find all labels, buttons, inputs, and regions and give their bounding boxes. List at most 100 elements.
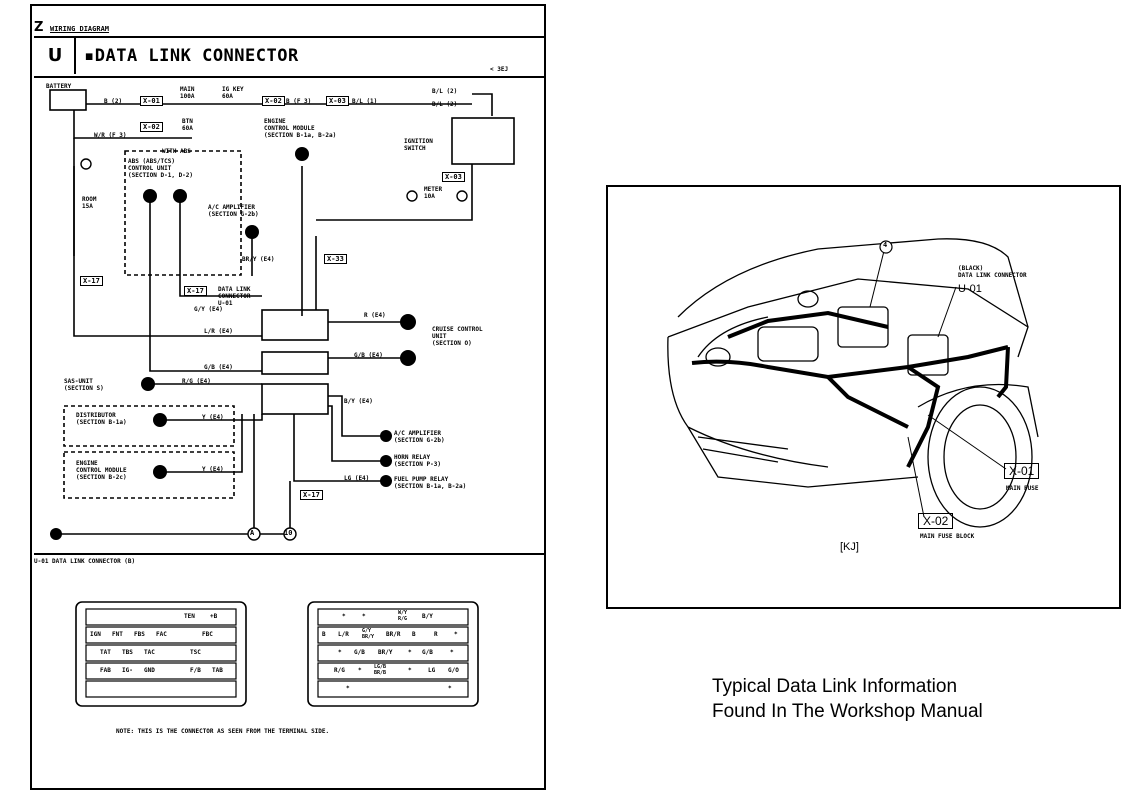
wire-label: B (F 3)	[286, 98, 312, 105]
pin: *	[358, 667, 362, 674]
connector-box-x02: X-02	[262, 96, 285, 106]
x01-caption: MAIN FUSE	[1006, 485, 1039, 492]
pin-tab: TAB	[212, 667, 223, 674]
pin: *	[346, 685, 350, 692]
pin: *	[408, 667, 412, 674]
ground-label-10: 10	[284, 529, 293, 537]
connector-box-x17c: X-17	[300, 490, 323, 500]
pin: R/G	[334, 667, 345, 674]
dlc-label: DATA LINK CONNECTOR U-01	[218, 286, 251, 307]
wire-label: R/G (E4)	[182, 378, 211, 385]
engine-bay-illustration: 4 (BLACK) DATA LINK CONNECTOR U-01 X-01 …	[606, 185, 1121, 609]
btn-fuse-label: BTN 60A	[182, 118, 193, 132]
wire-label: L/R (E4)	[204, 328, 233, 335]
fuel-pump-relay-label: FUEL PUMP RELAY (SECTION B-1a, B-2a)	[394, 476, 467, 490]
wiring-diagram-page: Z WIRING DIAGRAM U ▪DATA LINK CONNECTOR …	[30, 4, 546, 790]
section-title: WIRING DIAGRAM	[50, 25, 110, 33]
pin-ten: TEN	[184, 613, 195, 620]
connector-box-x17b: X-17	[184, 286, 207, 296]
pin: G/Y BR/Y	[362, 628, 375, 640]
ecm-top-label: ENGINE CONTROL MODULE (SECTION B-1a, B-2…	[264, 118, 337, 139]
connector-box-x03: X-03	[326, 96, 349, 106]
dlc-black-label: (BLACK) DATA LINK CONNECTOR	[958, 265, 1027, 279]
distributor-label: DISTRIBUTOR (SECTION B-1a)	[76, 412, 127, 426]
pin: *	[338, 649, 342, 656]
pin: R	[434, 631, 438, 638]
wire-label: Y (E4)	[202, 466, 224, 473]
ac-amp-top-label: A/C AMPLIFIER (SECTION G-2b)	[208, 204, 259, 218]
pin: *	[448, 685, 452, 692]
pin: G/B	[422, 649, 433, 656]
pin: G/O	[448, 667, 459, 674]
pin-tsc: TSC	[190, 649, 201, 656]
main-fuse-label: MAIN 100A	[180, 86, 195, 100]
wiring-schematic	[34, 36, 544, 707]
wire-label: Y (E4)	[202, 414, 224, 421]
abs-unit-label: ABS (ABS/TCS) CONTROL UNIT (SECTION D-1,…	[128, 158, 194, 179]
connector-box-x01: X-01	[140, 96, 163, 106]
pin: LG	[428, 667, 436, 674]
x02-caption: MAIN FUSE BLOCK	[920, 533, 975, 540]
pin: LG/B BR/B	[374, 664, 387, 676]
section-number: Z	[34, 20, 44, 35]
pin: BR/R	[386, 631, 401, 638]
wire-label: W/R (F 3)	[94, 132, 127, 139]
pin: *	[408, 649, 412, 656]
connector-box-x03b: X-03	[442, 172, 465, 182]
ig-key-fuse-label: IG KEY 60A	[222, 86, 244, 100]
u01-label: U-01	[958, 283, 982, 295]
pin: BR/Y	[378, 649, 393, 656]
pin-tat: TAT	[100, 649, 111, 656]
connector-note: NOTE: THIS IS THE CONNECTOR AS SEEN FROM…	[116, 728, 330, 735]
pin-ign: IGN	[90, 631, 101, 638]
wire-label: BR/Y (E4)	[242, 256, 275, 263]
pin: B	[412, 631, 416, 638]
wire-label: B/L (2)	[432, 88, 458, 95]
meter-fuse-label: METER 10A	[424, 186, 443, 200]
connector-title: U-01 DATA LINK CONNECTOR (B)	[34, 558, 136, 565]
pin: B/Y	[422, 613, 433, 620]
ac-amp-bottom-label: A/C AMPLIFIER (SECTION G-2b)	[394, 430, 445, 444]
wire-label: B/L (2)	[432, 101, 458, 108]
pin: *	[454, 631, 458, 638]
with-abs-label: WITH ABS	[162, 148, 191, 155]
caption-line-2: Found In The Workshop Manual	[712, 701, 983, 722]
section-code: U	[36, 38, 76, 74]
ignition-switch-label: IGNITION SWITCH	[404, 138, 433, 152]
pin: B	[322, 631, 326, 638]
callout-number: 4	[883, 241, 888, 249]
wire-label: R (E4)	[364, 312, 386, 319]
pin-fnt: FNT	[112, 631, 123, 638]
pin: G/B	[354, 649, 365, 656]
wire-label: G/B (E4)	[354, 352, 383, 359]
kj-label: [KJ]	[840, 541, 859, 553]
wire-label: B/Y (E4)	[344, 398, 373, 405]
pin: L/R	[338, 631, 349, 638]
pin: *	[362, 613, 366, 620]
connector-box-x02b: X-02	[140, 122, 163, 132]
connector-box-x17a: X-17	[80, 276, 103, 286]
wire-label: G/Y (E4)	[194, 306, 223, 313]
cruise-label: CRUISE CONTROL UNIT (SECTION O)	[432, 326, 483, 347]
pin: *	[450, 649, 454, 656]
horn-relay-label: HORN RELAY (SECTION P-3)	[394, 454, 441, 468]
page-ref: < 3EJ	[490, 66, 509, 73]
car-drawing	[667, 238, 1039, 528]
pin-fac: FAC	[156, 631, 167, 638]
pin-fb: F/B	[190, 667, 201, 674]
caption: Typical Data Link Information Found In T…	[712, 674, 983, 724]
pin-fbc: FBC	[202, 631, 213, 638]
pin-ig-minus: IG-	[122, 667, 133, 674]
sas-label: SAS-UNIT (SECTION S)	[64, 378, 104, 392]
wire-label: B (2)	[104, 98, 123, 105]
pin-plus-b: +B	[210, 613, 218, 620]
page-title: ▪DATA LINK CONNECTOR	[84, 46, 299, 66]
pin: W/Y R/G	[398, 610, 408, 622]
pin-gnd: GND	[144, 667, 155, 674]
x02-label: X-02	[918, 513, 954, 529]
pin-fbs: FBS	[134, 631, 145, 638]
pin-fab: FAB	[100, 667, 111, 674]
room-fuse-label: ROOM 15A	[82, 196, 97, 210]
battery-label: BATTERY	[46, 83, 72, 90]
pin-tac: TAC	[144, 649, 155, 656]
